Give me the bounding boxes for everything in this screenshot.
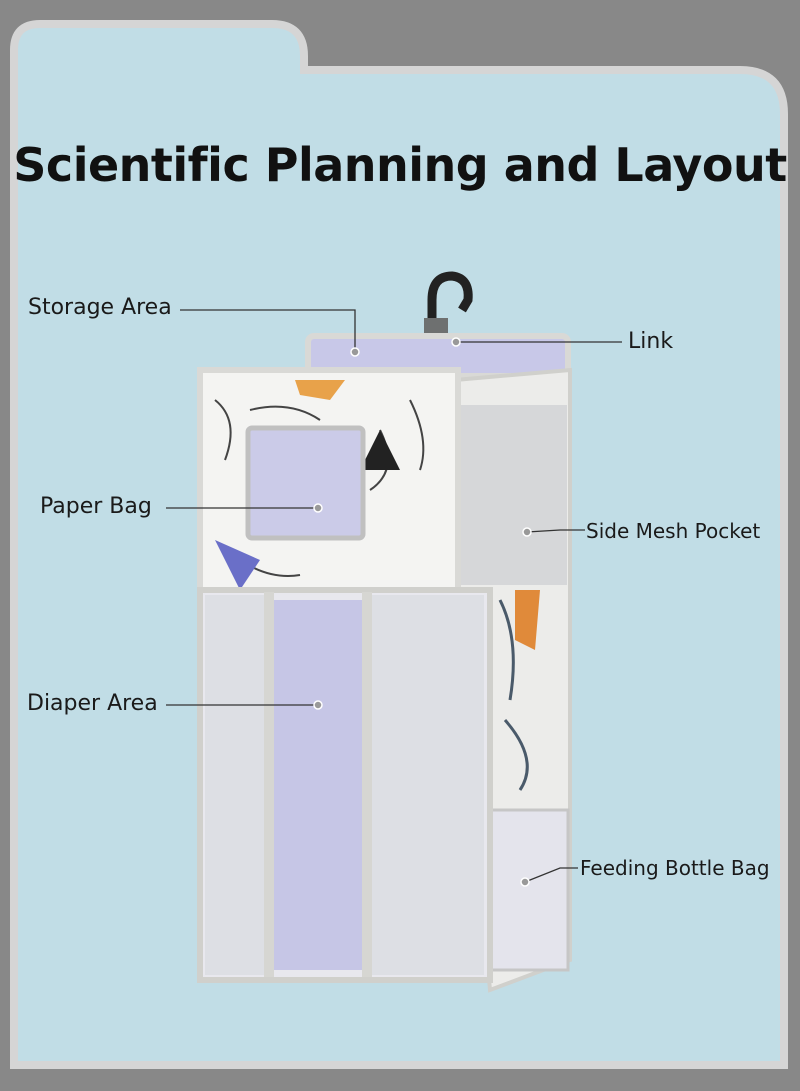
label-storage-area: Storage Area	[28, 295, 172, 320]
side-mesh-pocket	[455, 405, 567, 585]
leader-dots	[313, 337, 532, 887]
organizer-illustration	[197, 271, 572, 993]
label-link: Link	[628, 329, 674, 354]
label-diaper-area: Diaper Area	[27, 691, 158, 716]
label-side-mesh-pocket: Side Mesh Pocket	[586, 519, 761, 543]
page-title: Scientific Planning and Layout	[13, 138, 787, 192]
label-feeding-bottle-bag: Feeding Bottle Bag	[580, 856, 770, 880]
label-paper-bag: Paper Bag	[40, 494, 152, 519]
paper-bag-window	[245, 425, 366, 541]
leader-lines	[166, 309, 622, 883]
